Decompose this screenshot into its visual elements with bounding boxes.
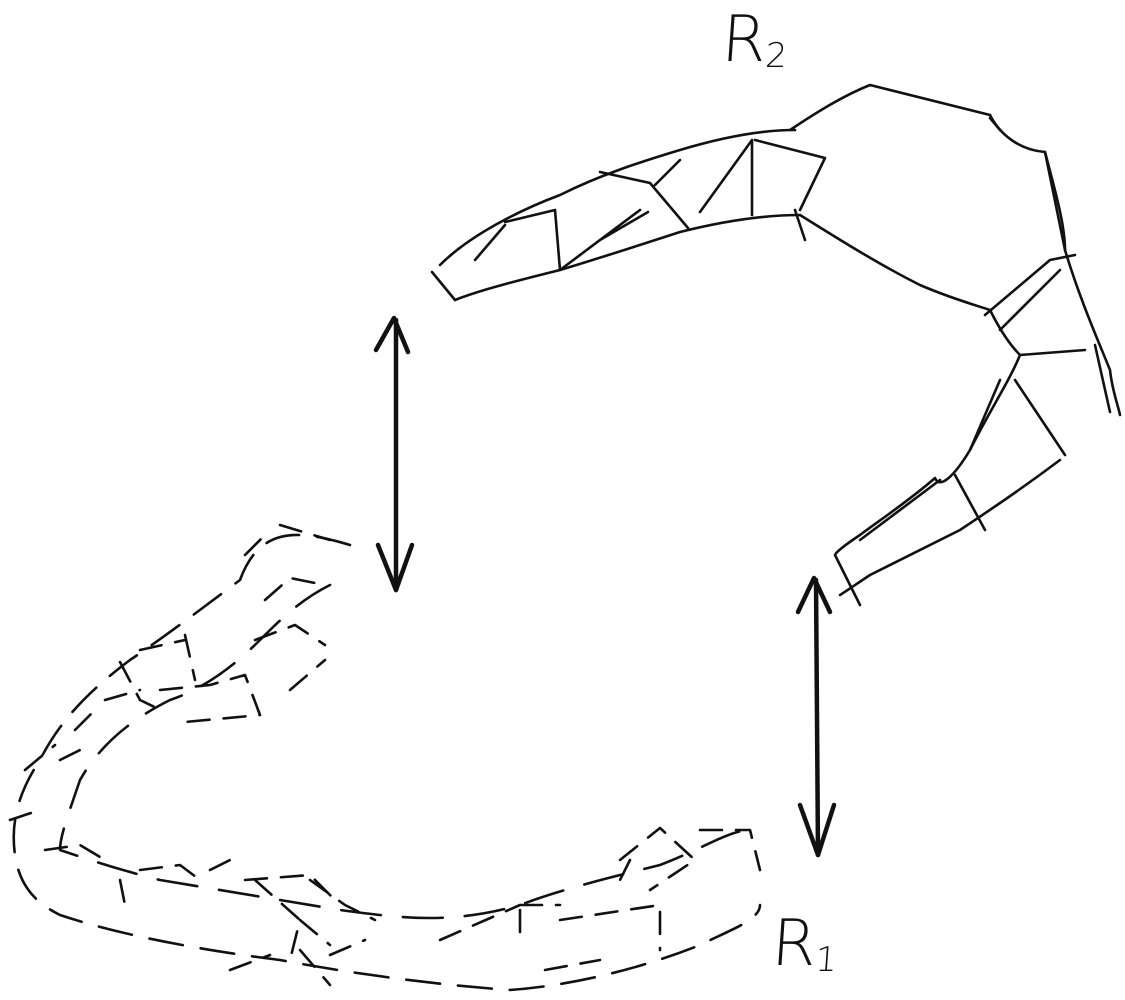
upper-ribbon-cross-ticks <box>430 116 1112 542</box>
lower-ribbon-r1 <box>8 523 762 992</box>
label-r1-letter: R <box>769 907 820 981</box>
double-arrow-right-shaft <box>813 577 821 858</box>
lower-ribbon-cross-ticks <box>8 523 762 987</box>
upper-ribbon-inner-edge <box>453 213 1022 607</box>
double-arrow-left <box>373 315 415 593</box>
label-r2-index: 2 <box>763 36 789 76</box>
label-r2-letter: R <box>719 3 770 77</box>
double-arrow-right-bottom-head <box>797 802 837 858</box>
upper-ribbon-r2 <box>430 83 1122 607</box>
double-arrow-left-top-head <box>373 315 411 355</box>
upper-ribbon-outer-edge <box>438 83 1122 597</box>
label-r1: R1 <box>769 907 841 981</box>
double-arrow-left-bottom-head <box>375 542 415 593</box>
label-r2: R2 <box>719 3 791 77</box>
label-r1-index: 1 <box>813 940 839 980</box>
double-arrow-right-top-head <box>795 575 833 615</box>
lower-ribbon-outer-edge <box>12 533 762 992</box>
lower-ribbon-inner-edge <box>58 583 752 920</box>
double-arrow-right <box>795 575 837 858</box>
